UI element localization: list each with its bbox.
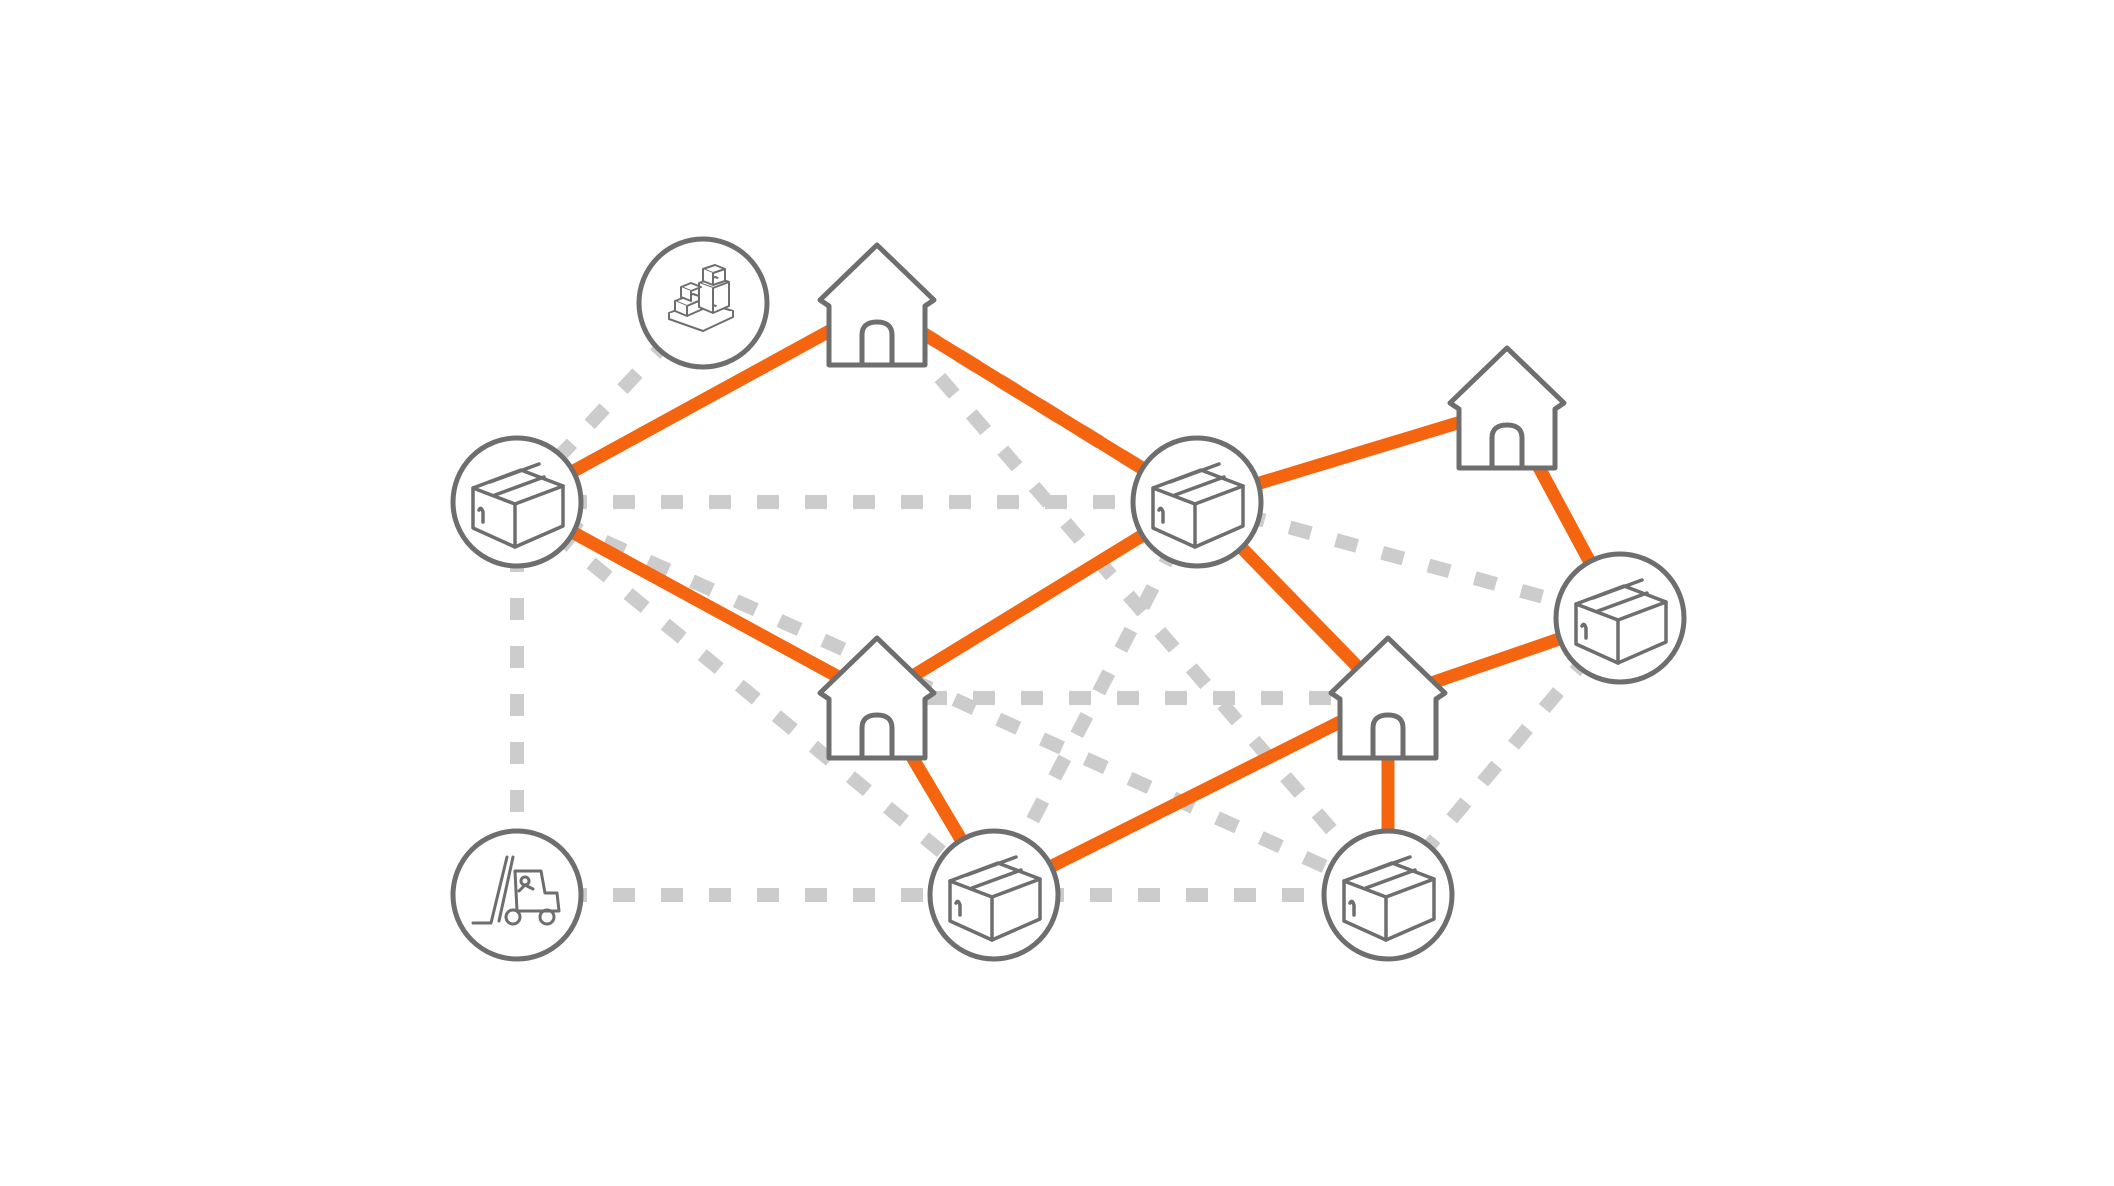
possible-route-box-1-box-4: [514, 495, 1391, 902]
package-box-icon: [1556, 554, 1684, 682]
forklift-icon: [453, 831, 581, 959]
package-box-icon: [1324, 831, 1452, 959]
house-icon: [820, 245, 934, 365]
possible-route-house-1-box-4: [871, 300, 1394, 900]
possible-route-box-1-box-3: [512, 496, 999, 901]
active-route-box-1-house-3: [513, 496, 881, 704]
active-route-box-3-house-4: [991, 692, 1391, 901]
package-box-icon: [930, 831, 1058, 959]
package-box-icon: [1133, 438, 1261, 566]
house-icon: [1450, 348, 1564, 468]
package-box-icon: [453, 438, 581, 566]
house-icon: [820, 638, 934, 758]
active-route-box-1-house-1: [513, 299, 881, 508]
pallet-boxes-icon: [639, 239, 767, 367]
